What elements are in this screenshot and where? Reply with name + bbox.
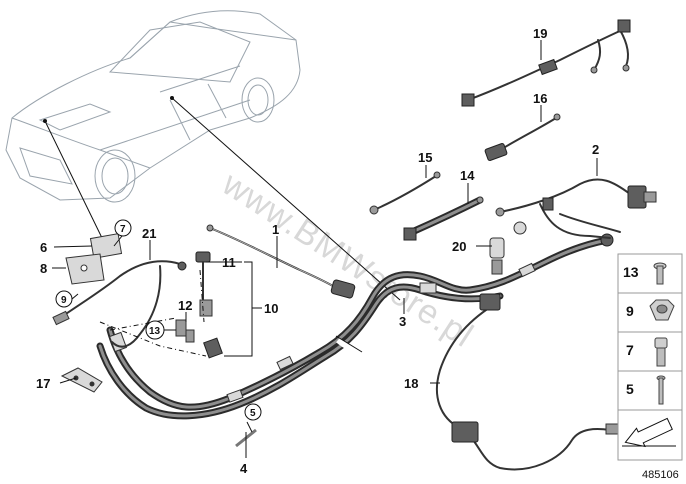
cable-21: [52, 260, 187, 348]
callout-labels: 1 2 3 4 5 6 7 8 9 10 11 12 13 14 15 16 1…: [36, 26, 599, 476]
callout-8: 8: [40, 261, 47, 276]
callout-14: 14: [460, 168, 475, 183]
legend-number-13: 13: [623, 264, 639, 280]
part-17: [60, 367, 103, 393]
pin-icon: [656, 375, 666, 405]
callout-10: 10: [264, 301, 278, 316]
callout-7: 7: [120, 224, 126, 235]
callout-11: 11: [222, 255, 236, 270]
cable-18: [435, 293, 619, 471]
part-20: [489, 221, 527, 275]
leader-car-front: [44, 120, 104, 241]
callout-19: 19: [533, 26, 547, 41]
cable-15: [369, 171, 441, 215]
screw-icon: [653, 262, 667, 285]
callout-1: 1: [272, 222, 279, 237]
callout-16: 16: [533, 91, 547, 106]
legend-number-7: 7: [626, 342, 634, 358]
callout-4: 4: [240, 461, 248, 476]
callout-13-circle: [145, 320, 165, 340]
callout-2: 2: [592, 142, 599, 157]
battery-cable-harness: [96, 233, 614, 420]
direction-arrow-icon: [622, 417, 676, 448]
callout-9: 9: [61, 295, 67, 306]
callout-21: 21: [142, 226, 156, 241]
callout-6: 6: [40, 240, 47, 255]
callout-12: 12: [178, 298, 192, 313]
legend-number-9: 9: [626, 303, 634, 319]
legend-number-5: 5: [626, 381, 634, 397]
callout-5-circle: [244, 403, 262, 421]
leader-lines: [52, 40, 598, 458]
callout-7-circle: [114, 219, 132, 237]
cable-16: [484, 113, 561, 161]
drawing-number: 485106: [642, 469, 679, 481]
callout-17: 17: [36, 376, 50, 391]
car-outline: [5, 10, 301, 203]
callout-15: 15: [418, 150, 432, 165]
callout-13: 13: [149, 326, 161, 337]
callout-9-circle: [55, 290, 73, 308]
cable-1: [206, 224, 356, 299]
bolt-icon: [654, 337, 668, 367]
cable-19: [461, 19, 631, 107]
nut-icon: [649, 299, 675, 321]
callout-20: 20: [452, 239, 466, 254]
callout-5: 5: [250, 408, 256, 419]
leader-car-rear: [171, 97, 401, 301]
legend-panel: 13 9 7 5: [617, 253, 683, 461]
callout-18: 18: [404, 376, 418, 391]
cable-14: [403, 196, 484, 241]
battery-cable-2: [495, 178, 657, 239]
legend-frame: [617, 253, 683, 461]
leader-dot: [170, 96, 174, 100]
leader-dot: [43, 119, 47, 123]
callout-3: 3: [399, 314, 406, 329]
bracket-group: [65, 233, 123, 285]
parts-11-12-13: [175, 251, 223, 359]
